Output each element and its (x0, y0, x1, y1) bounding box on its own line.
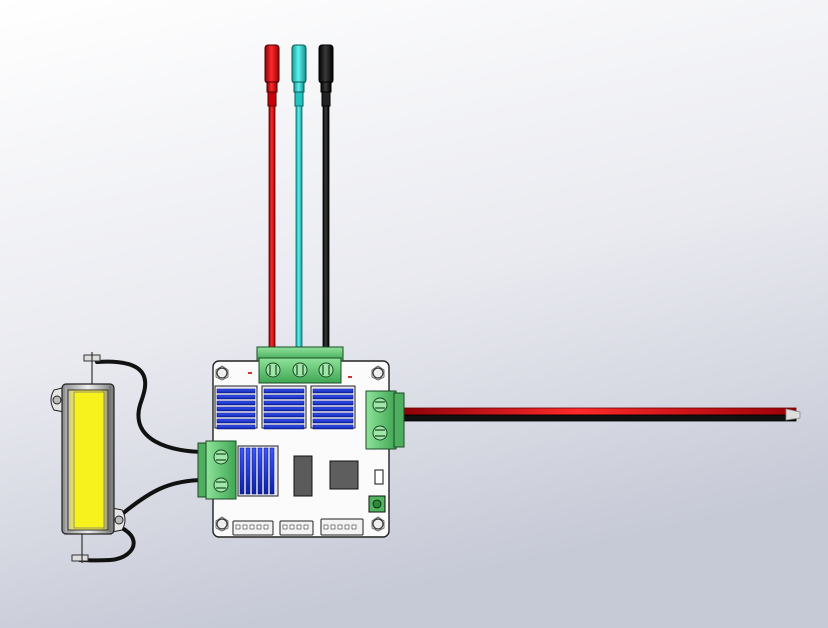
heatsink-fin (216, 400, 256, 406)
heatsink-fin (263, 394, 305, 400)
heatsink-fin (251, 447, 257, 495)
heatsink-fin (312, 406, 354, 412)
header-pin (303, 524, 309, 530)
heatsink-fin (216, 412, 256, 418)
header-pin (282, 524, 288, 530)
header-pin (249, 524, 255, 530)
heatsink-fin (263, 400, 305, 406)
power-wire-pair (397, 407, 801, 422)
heatsink-fin (263, 418, 305, 424)
heatsink-fin (263, 388, 305, 394)
header-pin (256, 524, 262, 530)
heatsink-fin (216, 424, 256, 430)
header-pin (296, 524, 302, 530)
top-screw-terminal (256, 346, 344, 384)
header-pins (235, 524, 357, 530)
heatsink-fin (312, 388, 354, 394)
heatsink-fin (312, 394, 354, 400)
header-pin (330, 524, 336, 530)
header-pin (344, 524, 350, 530)
top-wire-bundle (264, 44, 334, 352)
heatsink-fin (263, 412, 305, 418)
header-pin (235, 524, 241, 530)
ic-chips (293, 455, 386, 513)
heatsink-fin (216, 418, 256, 424)
driver-heatsink-fins (239, 447, 275, 495)
heatsink-fin (263, 424, 305, 430)
heatsink-fin (263, 447, 269, 495)
heatsink-fin (269, 447, 275, 495)
heatsink-fin (312, 412, 354, 418)
header-pin (323, 524, 329, 530)
heatsink-fin (216, 406, 256, 412)
heatsink-fin (216, 388, 256, 394)
header-pin (242, 524, 248, 530)
heatsink-fin (263, 406, 305, 412)
heatsink-fins (216, 388, 354, 430)
heatsink-fin (239, 447, 245, 495)
black-bullet-connector (318, 44, 334, 352)
red-bullet-connector (264, 44, 280, 352)
heatsink-fin (312, 418, 354, 424)
left-screw-terminal (197, 440, 237, 500)
heatsink-fin (216, 394, 256, 400)
header-pin (351, 524, 357, 530)
heatsink-fin (312, 400, 354, 406)
header-pin (263, 524, 269, 530)
heatsink-fin (257, 447, 263, 495)
aluminum-power-resistor (50, 352, 126, 563)
header-pin (289, 524, 295, 530)
right-screw-terminal (365, 390, 405, 450)
heatsink-fin (245, 447, 251, 495)
header-pin (337, 524, 343, 530)
heatsink-fin (312, 424, 354, 430)
cyan-bullet-connector (291, 44, 307, 352)
